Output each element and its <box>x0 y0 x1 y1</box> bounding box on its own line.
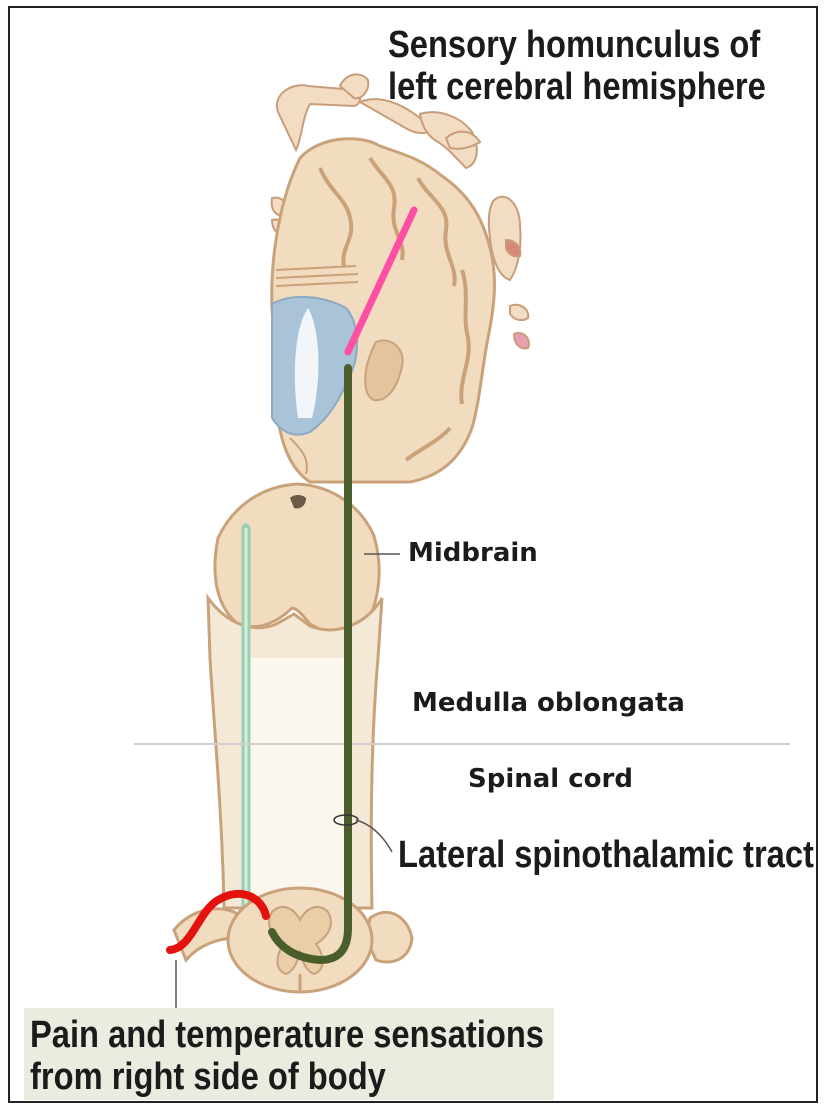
diagram-title-line1: Sensory homunculus of <box>388 24 760 67</box>
cerebral-hemisphere-section <box>272 139 495 482</box>
figure-frame: Sensory homunculus of left cerebral hemi… <box>8 6 818 1103</box>
medulla-label: Medulla oblongata <box>412 688 685 718</box>
caption-line2: from right side of body <box>30 1056 386 1099</box>
cord-inner-highlight <box>246 658 348 898</box>
diagram-title-line2: left cerebral hemisphere <box>388 66 766 109</box>
homunculus-tongue <box>510 305 528 320</box>
homunculus-pharynx <box>514 333 529 348</box>
lateral-spinothalamic-tract-label: Lateral spinothalamic tract <box>398 834 814 877</box>
midbrain-label: Midbrain <box>408 538 538 568</box>
caption-line1: Pain and temperature sensations <box>30 1014 544 1057</box>
spinal-cord-label: Spinal cord <box>468 764 633 794</box>
